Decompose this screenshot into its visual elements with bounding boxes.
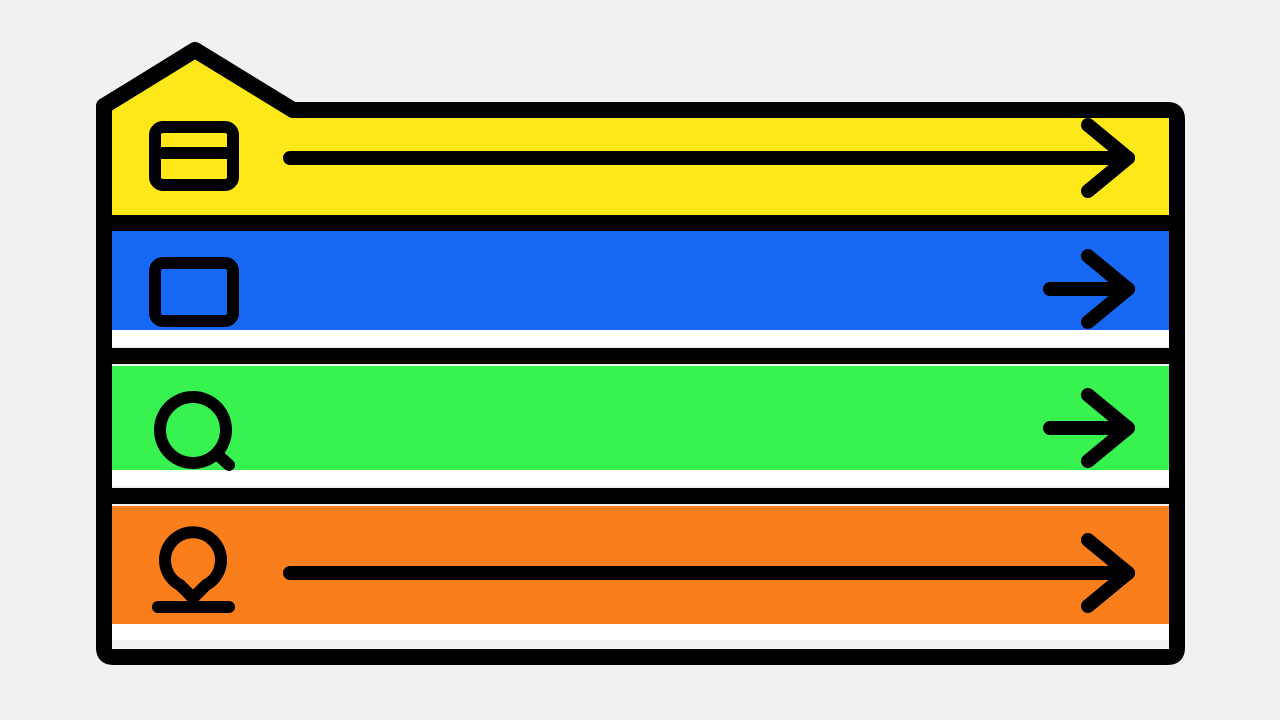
window-icon — [149, 257, 239, 327]
search-icon-handle — [211, 448, 235, 471]
row-white-strip — [108, 330, 1173, 346]
row-2-short-arrow-icon-head — [1081, 249, 1135, 329]
row-white-strip — [108, 470, 1173, 486]
outer-outline — [96, 42, 1185, 665]
row-fill — [108, 506, 1173, 624]
search-icon-lens — [154, 391, 232, 469]
search-icon — [154, 391, 235, 471]
user-icon-head — [159, 526, 227, 604]
row-1-long-arrow-icon — [283, 118, 1135, 198]
rows-layer — [96, 42, 1185, 665]
row-fill — [108, 54, 1173, 220]
row-1-long-arrow-icon-head — [1081, 118, 1135, 198]
user-icon — [152, 526, 235, 613]
outline-layer — [96, 42, 1185, 665]
row-fill — [108, 226, 1173, 330]
row-3 — [108, 366, 1173, 486]
row-4-long-arrow-icon-head — [1081, 533, 1135, 613]
row-2 — [108, 226, 1173, 346]
row-2-short-arrow-icon — [1043, 249, 1135, 329]
row-4 — [108, 506, 1173, 640]
card-icon — [149, 121, 239, 191]
row-3-short-arrow-icon — [1043, 388, 1135, 468]
row-4-long-arrow-icon — [283, 533, 1135, 613]
row-3-short-arrow-icon-head — [1081, 388, 1135, 468]
window-icon-frame — [149, 257, 239, 327]
row-1 — [108, 54, 1173, 220]
row-fill — [108, 366, 1173, 470]
arrows-layer — [283, 118, 1135, 613]
icons-layer — [149, 121, 239, 613]
row-white-strip — [108, 624, 1173, 640]
